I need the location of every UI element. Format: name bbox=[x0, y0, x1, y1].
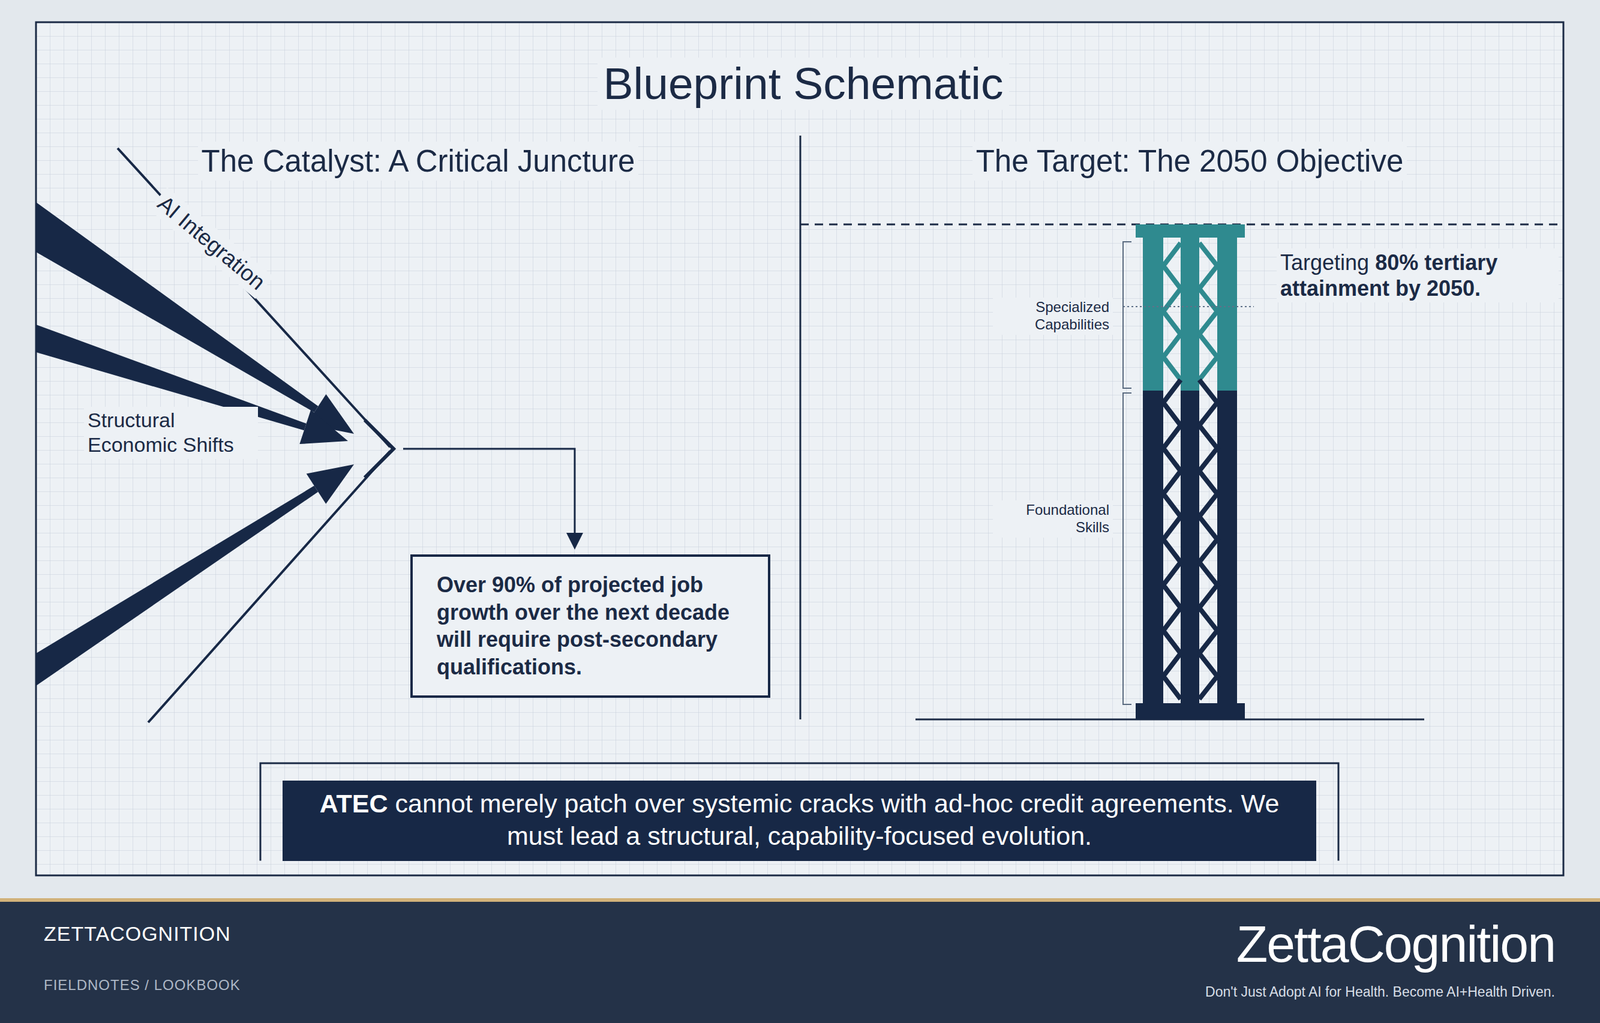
bracket bbox=[1123, 392, 1132, 705]
converging-line bbox=[148, 451, 390, 723]
tower-brace bbox=[1163, 562, 1181, 608]
bracket-label: Foundational Skills bbox=[992, 500, 1113, 538]
tower-brace bbox=[1163, 379, 1181, 426]
tower-brace bbox=[1199, 653, 1218, 699]
convergence-chevron bbox=[364, 419, 394, 478]
tower-leg bbox=[1217, 236, 1238, 391]
bracket-label: Specialized Capabilities bbox=[992, 297, 1113, 335]
section-heading: The Catalyst: A Critical Juncture bbox=[197, 141, 639, 181]
section-mark bbox=[1123, 305, 1254, 308]
tower-leg bbox=[1142, 236, 1164, 391]
force-label: Structural Economic Shifts bbox=[83, 406, 258, 459]
leader-line bbox=[403, 448, 575, 536]
callout-box: Over 90% of projected job growth over th… bbox=[410, 554, 771, 698]
tower-leg bbox=[1180, 390, 1200, 705]
tower-brace bbox=[1199, 288, 1218, 335]
breadcrumb: FIELDNOTES / LOOKBOOK bbox=[43, 976, 464, 995]
tower-cap bbox=[1135, 224, 1245, 238]
tower-brace bbox=[1199, 425, 1218, 471]
force-label: AI Integration bbox=[148, 187, 274, 299]
tower-brace bbox=[1163, 607, 1181, 654]
banner-keyword: ATEC bbox=[319, 788, 389, 818]
arrow-head bbox=[299, 409, 348, 444]
logo: ZettaCognition bbox=[1079, 913, 1556, 975]
tower-brace bbox=[1163, 242, 1181, 289]
leader-arrowhead bbox=[566, 532, 584, 550]
bracket bbox=[1123, 241, 1132, 389]
statement-banner: ATECcannot merely patch over systemic cr… bbox=[282, 780, 1317, 861]
tower-base bbox=[1135, 703, 1245, 720]
tower-brace bbox=[1163, 653, 1181, 699]
node-text: cannot merely patch over systemic cracks… bbox=[395, 788, 1280, 851]
force-wedge bbox=[35, 485, 318, 686]
tower-leg bbox=[1142, 390, 1164, 705]
frame bbox=[35, 22, 1564, 876]
target-callout: Targeting80% tertiary attainment by 2050… bbox=[1276, 248, 1559, 303]
tower-brace bbox=[1199, 562, 1218, 608]
tower-leg bbox=[1217, 390, 1238, 705]
footer-bar bbox=[0, 898, 1600, 1023]
tower-brace bbox=[1199, 334, 1218, 380]
title: Blueprint Schematic bbox=[597, 57, 1010, 110]
tower-brace bbox=[1163, 470, 1181, 517]
tower-brace bbox=[1199, 607, 1218, 654]
tower-brace bbox=[1163, 288, 1181, 335]
divider bbox=[799, 135, 802, 720]
tower-brace bbox=[1199, 242, 1218, 289]
tower-brace bbox=[1163, 334, 1181, 380]
tower-brace bbox=[1199, 379, 1218, 426]
section-heading: The Target: The 2050 Objective bbox=[972, 141, 1408, 181]
tower-brace bbox=[1199, 470, 1218, 517]
target-text: Targeting bbox=[1280, 250, 1370, 275]
tagline: Don't Just Adopt AI for Health. Become A… bbox=[959, 983, 1556, 1001]
footer-rule bbox=[0, 898, 1600, 902]
converging-line bbox=[117, 148, 390, 447]
tower-brace bbox=[1199, 516, 1218, 563]
banner-outline bbox=[260, 763, 1339, 861]
brand-name: ZETTACOGNITION bbox=[43, 921, 464, 947]
tower-brace bbox=[1163, 425, 1181, 471]
node-text: Over 90% of projected job growth over th… bbox=[436, 572, 730, 680]
tower-leg bbox=[1180, 236, 1200, 391]
tower-brace bbox=[1163, 516, 1181, 563]
